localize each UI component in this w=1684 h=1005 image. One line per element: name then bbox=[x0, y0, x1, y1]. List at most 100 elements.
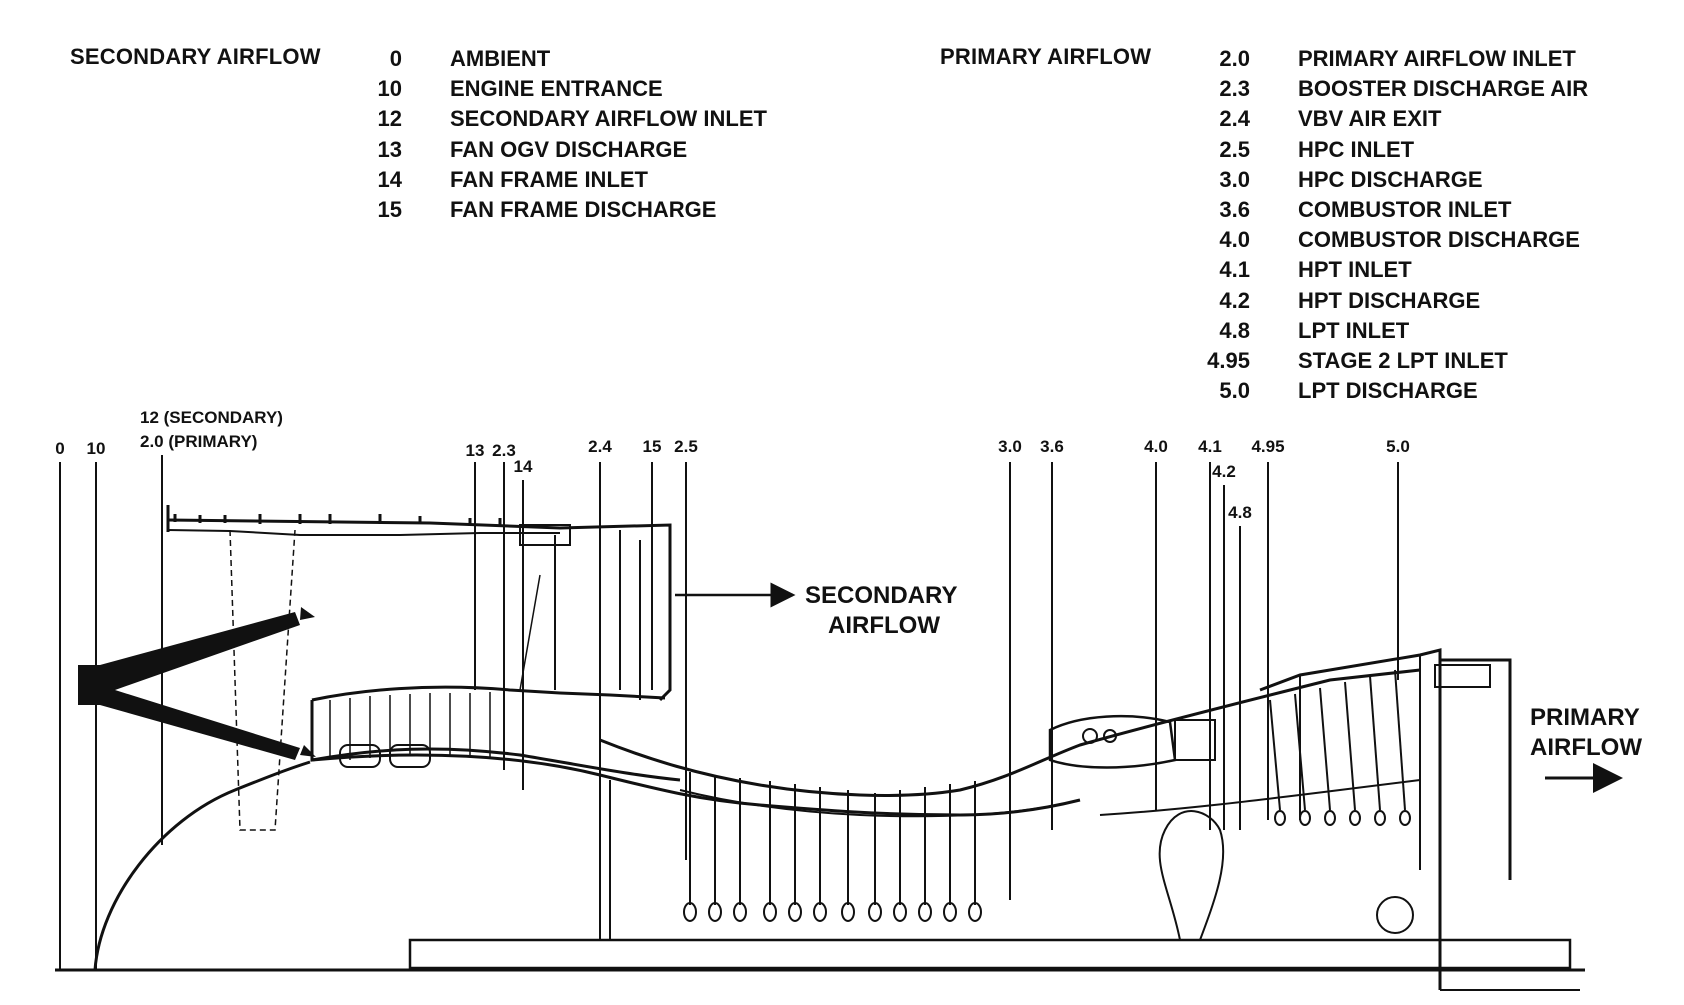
legend-row: 12 SECONDARY AIRFLOW INLET bbox=[344, 104, 767, 134]
inlet-airflow-arrow bbox=[78, 607, 316, 760]
station-label: 4.0 bbox=[1144, 437, 1168, 456]
station-description: SECONDARY AIRFLOW INLET bbox=[450, 106, 767, 132]
station-label: 4.2 bbox=[1212, 462, 1236, 481]
legend-row: 4.95 STAGE 2 LPT INLET bbox=[1160, 346, 1588, 376]
station-label: 2.5 bbox=[674, 437, 698, 456]
lpt-blade-root bbox=[1374, 810, 1386, 826]
shaft-and-bearings bbox=[408, 780, 1580, 991]
station-description: BOOSTER DISCHARGE AIR bbox=[1298, 76, 1589, 102]
station-description: HPT INLET bbox=[1298, 257, 1412, 283]
hpc-blade-root bbox=[918, 902, 932, 922]
lpt-blade bbox=[1394, 669, 1406, 811]
hpc-blade-root bbox=[943, 902, 957, 922]
station-label: 5.0 bbox=[1386, 437, 1410, 456]
lpt-blade-root bbox=[1299, 810, 1311, 826]
lpt-blade-root bbox=[1324, 810, 1336, 826]
station-code: 14 bbox=[377, 166, 402, 192]
station-code: 4.8 bbox=[1219, 317, 1250, 343]
legend-row: 2.0 PRIMARY AIRFLOW INLET bbox=[1160, 44, 1588, 74]
hpc-blade-root bbox=[683, 902, 697, 922]
station-label-2-0-primary: 2.0 (PRIMARY) bbox=[140, 432, 257, 451]
lpt-blade bbox=[1344, 681, 1356, 811]
station-description: AMBIENT bbox=[450, 46, 551, 71]
legend-row: 14 FAN FRAME INLET bbox=[344, 165, 767, 195]
legend-row: 4.2 HPT DISCHARGE bbox=[1160, 286, 1588, 316]
station-code: 12 bbox=[377, 106, 402, 132]
hpc-blade-root bbox=[893, 902, 907, 922]
secondary-airflow-label-line2: AIRFLOW bbox=[828, 612, 940, 639]
turbine-casing bbox=[1259, 648, 1512, 990]
lpt-blade bbox=[1294, 693, 1306, 811]
hpc-blade-root bbox=[968, 902, 982, 922]
combustor bbox=[1048, 714, 1216, 769]
station-label: 14 bbox=[514, 457, 533, 476]
station-description: VBV AIR EXIT bbox=[1298, 106, 1442, 132]
legend-row: 5.0 LPT DISCHARGE bbox=[1160, 376, 1588, 406]
legend-row: 13 FAN OGV DISCHARGE bbox=[344, 135, 767, 165]
primary-station-list: 2.0 PRIMARY AIRFLOW INLET 2.3 BOOSTER DISCH… bbox=[1160, 44, 1588, 406]
station-description: PRIMARY AIRFLOW INLET bbox=[1298, 46, 1576, 71]
hpc-blades bbox=[683, 772, 982, 922]
station-description: LPT INLET bbox=[1298, 317, 1410, 343]
fan-case bbox=[166, 505, 672, 702]
station-code: 5.0 bbox=[1219, 378, 1250, 404]
station-label: 4.1 bbox=[1198, 437, 1222, 456]
station-description: ENGINE ENTRANCE bbox=[450, 76, 663, 102]
station-label: 2.3 bbox=[492, 441, 516, 460]
station-description: HPC DISCHARGE bbox=[1298, 166, 1483, 192]
legend-row: 10 ENGINE ENTRANCE bbox=[344, 74, 767, 104]
primary-airflow-label-line2: AIRFLOW bbox=[1530, 734, 1642, 761]
booster-casing bbox=[310, 685, 681, 782]
station-code: 3.0 bbox=[1219, 166, 1250, 192]
hpc-blade-root bbox=[763, 902, 777, 922]
station-code: 13 bbox=[377, 136, 402, 162]
station-code: 10 bbox=[377, 76, 402, 102]
station-code: 15 bbox=[377, 196, 402, 222]
lpt-blades bbox=[1269, 669, 1411, 826]
station-code: 4.2 bbox=[1219, 287, 1250, 313]
station-label: 15 bbox=[643, 437, 662, 456]
station-label: 0 bbox=[55, 439, 64, 458]
legend-row: 2.3 BOOSTER DISCHARGE AIR bbox=[1160, 74, 1588, 104]
station-label: 3.6 bbox=[1040, 437, 1064, 456]
hpc-blade-root bbox=[733, 902, 747, 922]
station-label: 10 bbox=[87, 439, 106, 458]
secondary-airflow-label-line1: SECONDARY bbox=[805, 582, 957, 609]
station-label: 2.4 bbox=[588, 437, 612, 456]
lpt-blade-root bbox=[1399, 810, 1411, 826]
station-code: 2.3 bbox=[1219, 76, 1250, 102]
station-label: 4.95 bbox=[1251, 437, 1284, 456]
station-description: HPT DISCHARGE bbox=[1298, 287, 1481, 313]
hpc-blade-root bbox=[788, 902, 802, 922]
lpt-blade-root bbox=[1274, 810, 1286, 826]
legend-row: 4.1 HPT INLET bbox=[1160, 255, 1588, 285]
legend-row: 15 FAN FRAME DISCHARGE bbox=[344, 195, 767, 225]
station-code: 3.6 bbox=[1219, 196, 1250, 222]
lpt-blade bbox=[1369, 675, 1381, 811]
station-description: LPT DISCHARGE bbox=[1298, 378, 1478, 404]
station-description: FAN FRAME INLET bbox=[450, 166, 648, 192]
station-description: FAN FRAME DISCHARGE bbox=[450, 196, 717, 222]
station-description: COMBUSTOR INLET bbox=[1298, 196, 1512, 222]
station-code: 2.0 bbox=[1219, 46, 1250, 71]
fan-blade bbox=[229, 529, 296, 831]
primary-airflow-label-line1: PRIMARY bbox=[1530, 704, 1640, 731]
station-code: 4.1 bbox=[1219, 257, 1250, 283]
lpt-blade-root bbox=[1349, 810, 1361, 826]
station-description: STAGE 2 LPT INLET bbox=[1298, 347, 1508, 373]
hpc-blade-root bbox=[708, 902, 722, 922]
station-code: 2.4 bbox=[1219, 106, 1250, 132]
station-description: FAN OGV DISCHARGE bbox=[450, 136, 688, 162]
lpt-blade bbox=[1269, 699, 1281, 811]
legend-row: 4.8 LPT INLET bbox=[1160, 316, 1588, 346]
primary-airflow-title: PRIMARY AIRFLOW bbox=[940, 44, 1152, 69]
station-code: 4.95 bbox=[1207, 347, 1250, 373]
spinner-outline bbox=[93, 760, 311, 971]
station-code: 4.0 bbox=[1219, 227, 1250, 253]
station-label-12-secondary: 12 (SECONDARY) bbox=[140, 408, 283, 427]
